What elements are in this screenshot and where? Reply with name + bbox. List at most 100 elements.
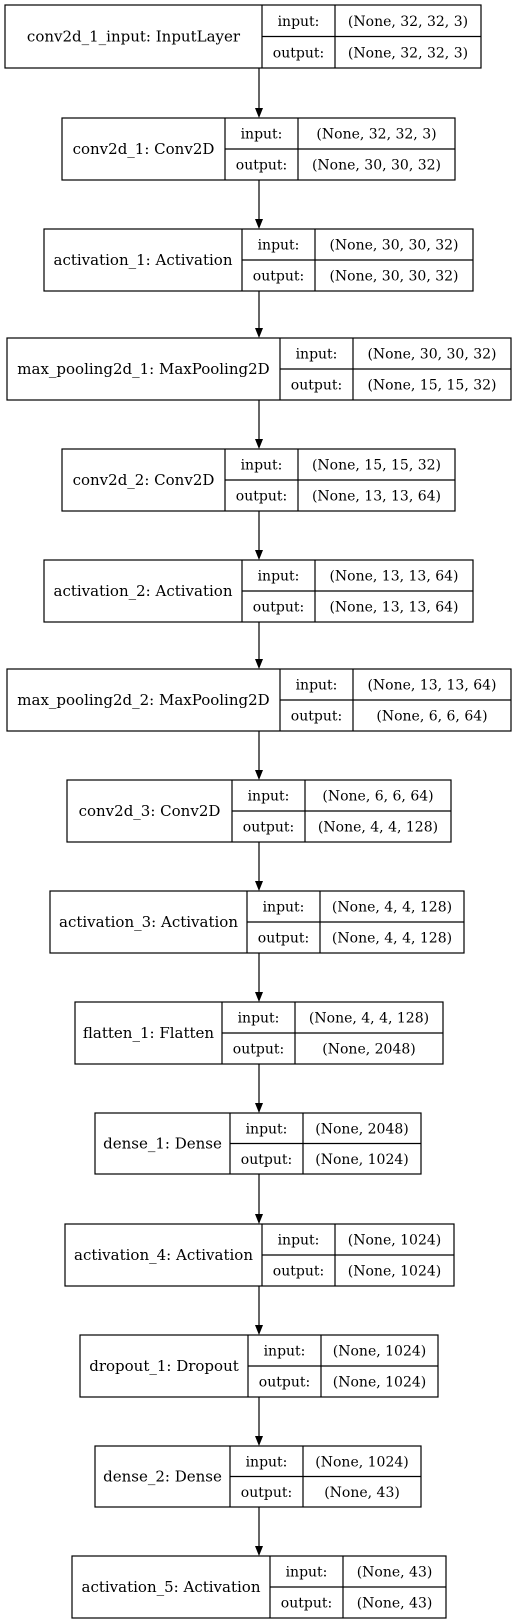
edge-arrow <box>255 511 263 560</box>
output-shape: (None, 6, 6, 64) <box>376 709 487 725</box>
edge-arrow <box>255 1507 263 1556</box>
layer-node: activation_1: Activation input: output: (No… <box>43 228 474 292</box>
edge-arrow <box>255 68 263 118</box>
layer-node: conv2d_1_input: InputLayer input: output: (… <box>4 4 482 69</box>
edge-arrow <box>255 1397 263 1446</box>
input-shape: (None, 2048) <box>315 1121 408 1137</box>
layer-name: activation_3: Activation <box>59 913 238 931</box>
layer-node: activation_2: Activationinput:output:(No… <box>43 559 474 623</box>
input-shape: (None, 13, 13, 64) <box>329 569 458 585</box>
output-label: output: <box>259 1375 310 1391</box>
layer-name: activation_1: Activation <box>54 251 233 269</box>
input-label: input: <box>241 127 283 143</box>
edge-arrow <box>255 180 263 229</box>
input-shape: (None, 1024) <box>315 1454 408 1470</box>
input-label: input: <box>278 1233 320 1249</box>
arrow-head <box>255 770 263 780</box>
input-shape: (None, 1024) <box>333 1344 426 1360</box>
input-shape: (None, 32, 32, 3) <box>348 14 468 30</box>
input-shape: (None, 32, 32, 3) <box>316 127 436 143</box>
layer-node: max_pooling2d_1: MaxPooling2Dinput:outpu… <box>6 337 512 401</box>
layer-name: flatten_1: Flatten <box>83 1024 214 1042</box>
output-label: output: <box>273 45 324 61</box>
input-shape: (None, 43) <box>357 1565 433 1581</box>
input-shape: (None, 30, 30, 32) <box>329 238 458 254</box>
layer-name: max_pooling2d_2: MaxPooling2D <box>17 691 269 709</box>
input-shape: (None, 15, 15, 32) <box>312 458 441 474</box>
arrow-head <box>255 439 263 449</box>
input-label: input: <box>278 14 320 30</box>
edge-arrow <box>255 1174 263 1224</box>
arrow-head <box>255 108 263 118</box>
edge-arrow <box>255 731 263 780</box>
arrow-head <box>255 1325 263 1335</box>
output-label: output: <box>253 600 304 616</box>
diagram-nodes: conv2d_1_input: InputLayer input: output: (… <box>4 4 512 1619</box>
output-label: output: <box>273 1264 324 1280</box>
input-label: input: <box>264 1344 306 1360</box>
output-label: output: <box>236 489 287 505</box>
layer-node: dropout_1: Dropout input: output: (None, 10… <box>79 1334 439 1398</box>
output-shape: (None, 4, 4, 128) <box>318 820 438 836</box>
arrow-head <box>255 550 263 560</box>
input-shape: (None, 13, 13, 64) <box>367 678 496 694</box>
output-shape: (None, 2048) <box>322 1042 415 1058</box>
layer-name: dropout_1: Dropout <box>89 1357 239 1375</box>
input-shape: (None, 4, 4, 128) <box>332 900 452 916</box>
input-label: input: <box>296 678 338 694</box>
arrow-head <box>255 1546 263 1556</box>
output-shape: (None, 1024) <box>315 1152 408 1168</box>
edge-arrow <box>255 622 263 669</box>
input-label: input: <box>263 900 305 916</box>
output-label: output: <box>291 709 342 725</box>
edge-arrow <box>255 953 263 1002</box>
output-shape: (None, 13, 13, 64) <box>329 600 458 616</box>
layer-node: conv2d_2: Conv2D input: output: (None, 15, … <box>61 448 456 512</box>
layer-name: conv2d_1: Conv2D <box>73 140 215 158</box>
input-label: input: <box>246 1121 288 1137</box>
diagram-edges <box>255 68 263 1556</box>
output-shape: (None, 30, 30, 32) <box>312 158 441 174</box>
layer-node: activation_4: Activation input: output: (No… <box>64 1223 455 1287</box>
output-label: output: <box>258 931 309 947</box>
input-label: input: <box>258 569 300 585</box>
output-label: output: <box>281 1596 332 1612</box>
arrow-head <box>255 328 263 338</box>
edge-arrow <box>255 291 263 338</box>
output-label: output: <box>291 378 342 394</box>
edge-arrow <box>255 842 263 891</box>
edge-arrow <box>255 1064 263 1113</box>
layer-name: conv2d_1_input: InputLayer <box>27 28 241 46</box>
layer-name: conv2d_2: Conv2D <box>73 471 215 489</box>
arrow-head <box>255 659 263 669</box>
input-label: input: <box>241 458 283 474</box>
output-shape: (None, 32, 32, 3) <box>348 45 468 61</box>
input-label: input: <box>246 1454 288 1470</box>
layer-node: activation_3: Activation input: output: (No… <box>49 890 465 954</box>
arrow-head <box>255 881 263 891</box>
layer-node: max_pooling2d_2: MaxPooling2D input: outpu… <box>6 668 512 732</box>
output-shape: (None, 1024) <box>348 1264 441 1280</box>
input-label: input: <box>258 238 300 254</box>
layer-name: activation_4: Activation <box>74 1246 253 1264</box>
edge-arrow <box>255 1286 263 1335</box>
input-label: input: <box>248 789 290 805</box>
edge-arrow <box>255 400 263 449</box>
input-shape: (None, 1024) <box>348 1233 441 1249</box>
input-shape: (None, 6, 6, 64) <box>322 789 433 805</box>
output-label: output: <box>253 269 304 285</box>
arrow-head <box>255 992 263 1002</box>
output-shape: (None, 13, 13, 64) <box>312 489 441 505</box>
layer-node: conv2d_1: Conv2D input: output: (None, 32, … <box>61 117 456 181</box>
output-label: output: <box>236 158 287 174</box>
input-shape: (None, 30, 30, 32) <box>367 347 496 363</box>
output-label: output: <box>241 1152 292 1168</box>
arrow-head <box>255 1214 263 1224</box>
input-label: input: <box>296 347 338 363</box>
input-label: input: <box>238 1011 280 1027</box>
